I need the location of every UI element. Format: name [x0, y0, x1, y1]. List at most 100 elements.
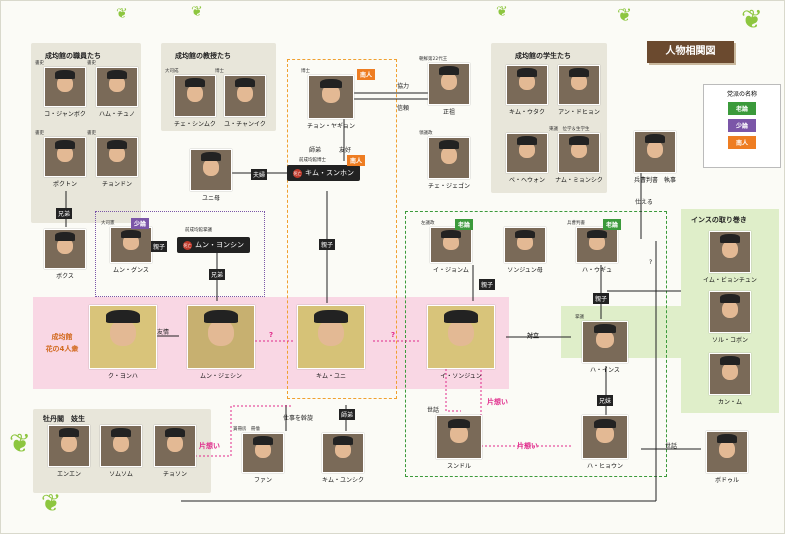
frame-nanin	[287, 59, 397, 399]
person-ha-u: 兵曹判書ハ・ウギュ	[567, 221, 627, 274]
person-byon: 兵曹判書 執事	[625, 131, 685, 184]
portrait-photo	[89, 305, 157, 369]
person-kim-u: キム・ウタク	[497, 65, 557, 116]
portrait-photo	[506, 133, 548, 173]
rel-serve: 仕える	[635, 199, 653, 206]
rel-parent-yuni: 親子	[319, 239, 336, 250]
person-fan: 貰冊房 冊儈ファン	[233, 427, 293, 484]
rel-unrequited-hyo: 片想い	[517, 442, 538, 450]
legend-title: 党派の名称	[726, 91, 757, 98]
person-be: ベ・ヘウォン	[497, 133, 557, 184]
rel-parent-mun: 親子	[151, 241, 168, 252]
portrait-photo	[706, 431, 748, 473]
group-professors-title: 成均館の教授たち	[175, 52, 231, 60]
portrait-photo	[582, 321, 628, 363]
legend-shoron: 少論	[728, 119, 756, 132]
portrait-photo	[308, 75, 354, 119]
rel-friendly: 友好	[339, 147, 352, 154]
person-ha-hyo: ハ・ヒョウン	[575, 415, 635, 470]
person-yuni-mother: ユニ母	[181, 149, 241, 202]
person-chong: 博士チョン・ヤギョン	[301, 69, 355, 130]
person-boksu: ボクス	[35, 229, 95, 280]
portrait-photo	[709, 353, 751, 395]
badge-ha-u: 老論	[603, 219, 622, 230]
rel-unrequited-lee: 片想い	[487, 398, 508, 406]
person-che-sin: 大司成チェ・シンムク	[165, 69, 216, 128]
portrait-photo	[428, 63, 470, 105]
person-yu: 博士ユ・チャンイク	[215, 69, 266, 128]
portrait-photo	[44, 137, 86, 177]
leaf-decoration: ❦	[741, 5, 763, 35]
person-mun-je: ムン・ジェシン	[183, 305, 259, 380]
person-ko: 書史コ・ジャンボク	[35, 61, 86, 118]
portrait-photo	[187, 305, 255, 369]
rel-q-ha: ?	[649, 259, 653, 266]
portrait-photo	[174, 75, 216, 117]
rel-parent-ha: 親子	[593, 293, 610, 304]
rel-care: 世話	[665, 443, 678, 450]
rel-care-lee: 世話	[427, 407, 440, 414]
person-i-son: イ・ソンジュン	[423, 305, 499, 380]
person-cho: チョソン	[145, 425, 205, 478]
frame-shoron	[95, 211, 265, 297]
leaf-decoration: ❦	[116, 6, 128, 22]
chart-title: 人物相関図	[647, 41, 734, 63]
badge-kim-sun: 南人	[347, 155, 366, 166]
portrait-photo	[582, 415, 628, 459]
portrait-photo	[96, 67, 138, 107]
portrait-photo	[436, 415, 482, 459]
leaf-decoration: ❦	[41, 489, 62, 517]
portrait-photo	[427, 305, 495, 369]
person-che-je: 領議政チェ・ジェゴン	[419, 131, 470, 190]
portrait-photo	[558, 65, 600, 105]
badge-mun-gun: 少論	[131, 218, 150, 229]
legend-nanin: 南人	[728, 136, 756, 149]
group-botan-title: 牡丹閣 妓生	[43, 415, 85, 423]
leaf-decoration: ❦	[496, 4, 508, 20]
legend: 党派の名称 老論 少論 南人	[703, 84, 781, 168]
portrait-photo	[428, 137, 470, 179]
rel-rivalry: 対立	[527, 333, 540, 340]
person-sonjun-mother: ソンジュン母	[495, 227, 555, 274]
rel-trust: 信頼	[397, 105, 410, 112]
rel-parent-lee: 親子	[479, 279, 496, 290]
group-four-title: 成均館 花の4人衆	[45, 333, 79, 353]
person-mun-gun: 大司憲ムン・グンス	[101, 221, 161, 274]
person-enen: エンエン	[39, 425, 99, 478]
leaf-decoration: ❦	[617, 5, 633, 26]
portrait-photo	[44, 229, 86, 269]
person-chondon: 書吏チョンドン	[87, 131, 147, 188]
person-kan: カン・ム	[695, 353, 765, 406]
portrait-photo	[44, 67, 86, 107]
rel-master: 師弟	[339, 409, 356, 420]
rel-teacher: 師弟	[309, 147, 322, 154]
rel-unrequited-cho: 片想い	[199, 442, 220, 450]
portrait-photo	[322, 433, 364, 473]
rel-couple: 夫婦	[251, 169, 268, 180]
portrait-photo	[506, 65, 548, 105]
portrait-photo	[709, 291, 751, 333]
name-mun-yon: 死亡ムン・ヨンシン	[177, 237, 250, 253]
person-ku: ク・ヨンハ	[85, 305, 161, 380]
person-bodo: ボドゥル	[697, 431, 757, 484]
group-insu-title: インスの取り巻き	[691, 216, 747, 224]
portrait-photo	[110, 227, 152, 263]
rel-q-left: ?	[269, 331, 274, 339]
portrait-photo	[576, 227, 618, 263]
portrait-photo	[100, 425, 142, 467]
portrait-photo	[242, 433, 284, 473]
mun-yon-title: 前成均館掌議	[185, 228, 212, 233]
kim-sun-title: 前成均館博士	[299, 158, 326, 163]
portrait-photo	[297, 305, 365, 369]
rel-brothers-mun: 兄弟	[209, 269, 226, 280]
portrait-photo	[224, 75, 266, 117]
badge-i-jon: 老論	[455, 219, 474, 230]
person-im: イム・ビョンチュン	[695, 231, 765, 284]
portrait-photo	[96, 137, 138, 177]
person-an: アン・ドヒョン	[549, 65, 609, 116]
person-nam: 東議 位学＆生学生ナム・ミョンシク	[549, 127, 603, 184]
portrait-photo	[48, 425, 90, 467]
line-unrequited-cho	[179, 405, 293, 457]
